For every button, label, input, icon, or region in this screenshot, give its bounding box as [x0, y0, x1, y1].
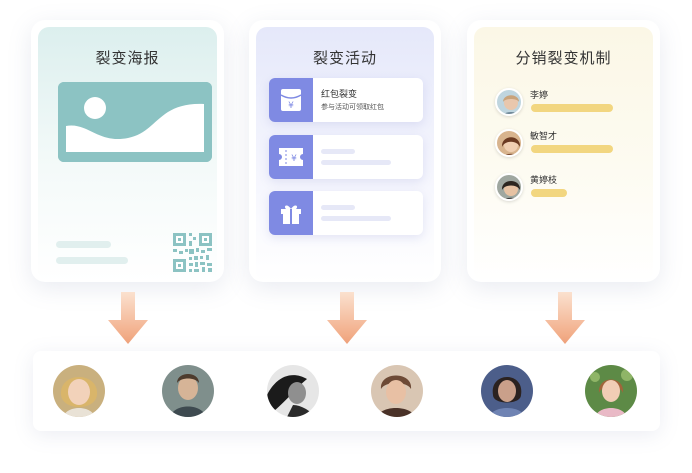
red-envelope-icon: ¥: [269, 78, 313, 122]
distributor-name: 敏智才: [530, 132, 558, 142]
distribution-card: 分销裂变机制 李婷: [467, 20, 660, 282]
user-avatar[interactable]: [53, 365, 105, 417]
activity-item-gift[interactable]: [269, 191, 423, 235]
activity-card: 裂变活动 ¥ 红包裂变 参与活动可领取红包 ¥: [249, 20, 441, 282]
poster-card-title: 裂变海报: [95, 49, 160, 67]
activity-item-coupon[interactable]: ¥: [269, 135, 423, 179]
user-avatar[interactable]: [481, 365, 533, 417]
distributor-name: 黄婷枝: [530, 176, 558, 186]
poster-text-placeholder: [56, 241, 111, 248]
avatar: [495, 173, 523, 201]
distributor-row: 黄婷枝: [495, 173, 655, 203]
distributor-progress-bar: [531, 104, 613, 112]
user-avatar[interactable]: [162, 365, 214, 417]
activity-item-red-envelope[interactable]: ¥ 红包裂变 参与活动可领取红包: [269, 78, 423, 122]
gift-icon: [269, 191, 313, 235]
svg-text:¥: ¥: [291, 154, 297, 164]
qr-code-icon: [173, 233, 212, 272]
activity-placeholder-line: [321, 149, 355, 154]
poster-text-placeholder: [56, 257, 128, 264]
arrow-down-icon: [545, 292, 585, 344]
avatar: [495, 129, 523, 157]
poster-image-icon: [58, 82, 212, 162]
activity-placeholder-line: [321, 205, 355, 210]
distributor-progress-bar: [531, 145, 613, 153]
distributor-progress-bar: [531, 189, 567, 197]
user-avatar[interactable]: [585, 365, 637, 417]
distribution-card-title: 分销裂变机制: [515, 49, 612, 67]
distributor-name: 李婷: [530, 91, 549, 101]
svg-text:¥: ¥: [288, 101, 294, 111]
distributor-row: 敏智才: [495, 129, 655, 159]
activity-item-subtitle: 参与活动可领取红包: [321, 103, 384, 111]
coupon-icon: ¥: [269, 135, 313, 179]
user-avatar[interactable]: [371, 365, 423, 417]
users-strip: [33, 351, 660, 431]
poster-card: 裂变海报: [31, 20, 224, 282]
distributor-row: 李婷: [495, 88, 655, 118]
avatar: [495, 88, 523, 116]
activity-placeholder-line: [321, 160, 391, 165]
activity-card-title: 裂变活动: [312, 49, 377, 67]
activity-item-title: 红包裂变: [321, 90, 358, 100]
arrow-down-icon: [108, 292, 148, 344]
arrow-down-icon: [327, 292, 367, 344]
user-avatar[interactable]: [267, 365, 319, 417]
activity-placeholder-line: [321, 216, 391, 221]
